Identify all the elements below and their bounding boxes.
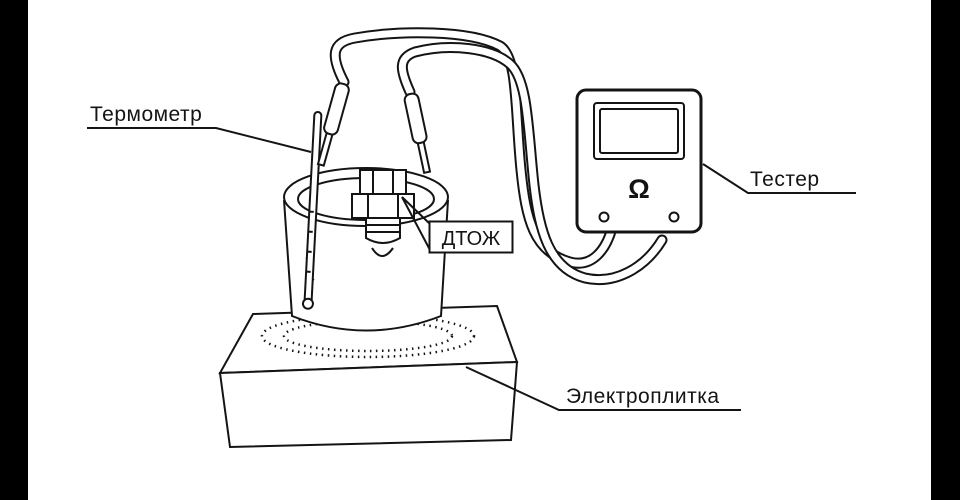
probe-plug-right-icon — [403, 92, 432, 175]
hotplate-label: Электроплитка — [566, 385, 720, 408]
hotplate-callout: Электроплитка — [465, 366, 741, 411]
coolant-temp-sensor-icon — [351, 169, 415, 244]
tester-label: Тестер — [750, 168, 820, 191]
thermometer-icon — [301, 110, 323, 310]
multimeter-screen — [593, 102, 685, 160]
test-leads-icon — [329, 27, 668, 285]
hotplate-icon — [218, 304, 519, 449]
sensor-callout: ДТОЖ — [401, 196, 514, 254]
right-frame-bar — [931, 0, 960, 500]
probe-plug-left-icon — [316, 82, 350, 167]
thermometer-callout: Термометр — [87, 103, 312, 153]
ohm-symbol: Ω — [628, 174, 650, 204]
multimeter-icon: Ω — [575, 88, 703, 234]
sensor-label: ДТОЖ — [442, 228, 501, 250]
tester-callout: Тестер — [702, 163, 856, 194]
thermometer-label: Термометр — [90, 103, 202, 126]
terminal-jack-left — [598, 211, 610, 223]
terminal-jack-right — [668, 211, 680, 223]
left-frame-bar — [0, 0, 28, 500]
